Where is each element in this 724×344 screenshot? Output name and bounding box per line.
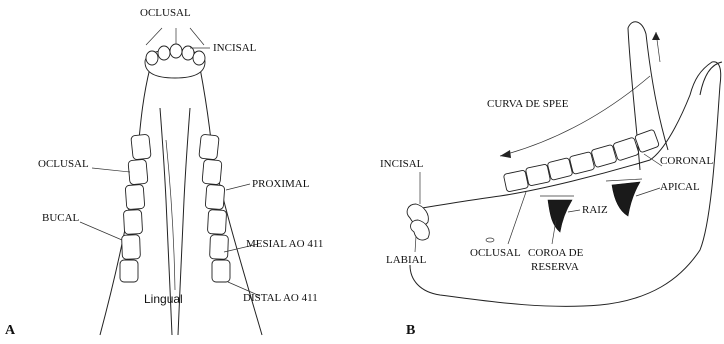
panel-b-letter: B (406, 323, 415, 338)
label-curva-de-spee: CURVA DE SPEE (487, 98, 569, 110)
oclusal-leader (92, 168, 130, 172)
incisor-tooth (158, 46, 170, 60)
label-bucal: BUCAL (42, 212, 80, 224)
label-proximal: PROXIMAL (252, 178, 310, 190)
oclusal-top-pointers (146, 28, 204, 45)
label-incisal-a: INCISAL (213, 42, 257, 54)
label-oclusal-top: OCLUSAL (140, 7, 191, 19)
curve-of-spee-arrowhead (500, 150, 511, 158)
left-cheek-teeth (120, 134, 151, 282)
label-mesial: MESIAL AO 411 (246, 238, 323, 250)
label-distal: DISTAL AO 411 (243, 292, 318, 304)
incisor-tooth (170, 44, 182, 58)
mental-foramen (486, 238, 494, 242)
label-coronal: CORONAL (660, 155, 713, 167)
ramus-arrow-head (652, 32, 660, 40)
panel-a-mandible-drawing (80, 28, 262, 335)
apical-root (612, 182, 640, 216)
incisor-tooth (146, 51, 158, 65)
proximal-leader (226, 184, 250, 190)
incisor-tooth (193, 51, 205, 65)
label-labial: LABIAL (386, 254, 427, 266)
label-reserva: RESERVA (531, 261, 579, 273)
label-oclusal-b: OCLUSAL (470, 247, 521, 259)
condyle (700, 62, 722, 95)
label-incisal-b: INCISAL (380, 158, 424, 170)
raiz-leader (568, 210, 580, 212)
label-lingual: Lingual (144, 292, 183, 306)
oclusal-b-leader (508, 192, 526, 244)
label-oclusal-a: OCLUSAL (38, 158, 89, 170)
reserve-root (548, 200, 572, 232)
bucal-leader (80, 222, 122, 240)
label-raiz: RAIZ (582, 204, 608, 216)
labial-leader (415, 236, 416, 252)
apical-leader (636, 188, 660, 196)
label-coroa-de: COROA DE (528, 247, 584, 259)
label-apical: APICAL (660, 181, 700, 193)
panel-a-letter: A (5, 323, 16, 338)
lingual-ridge (166, 140, 175, 290)
